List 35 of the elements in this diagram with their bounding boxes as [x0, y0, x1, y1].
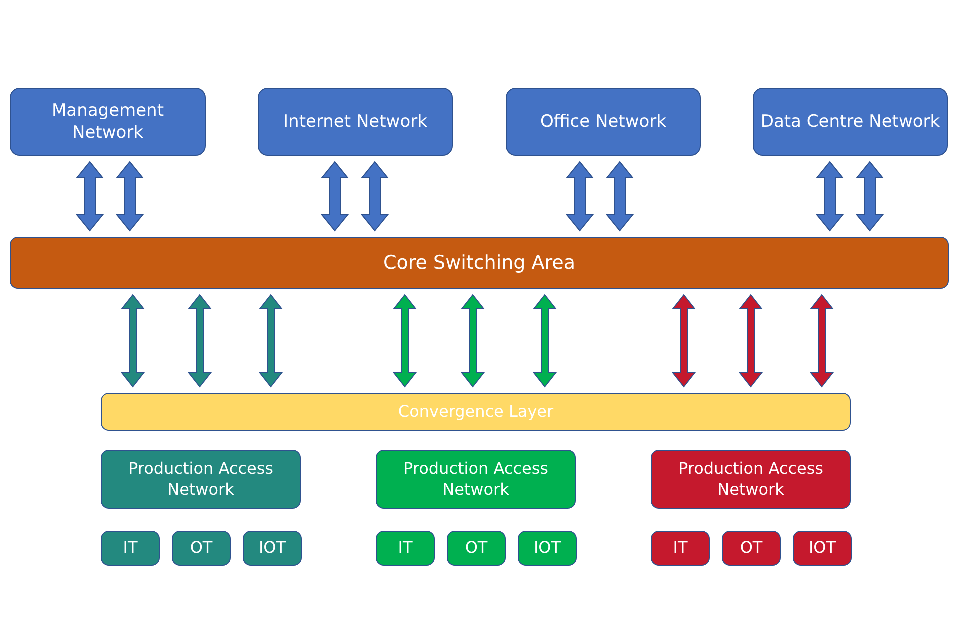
network-box: Management Network [10, 88, 206, 156]
double-arrow [566, 161, 594, 232]
double-arrow [258, 294, 284, 388]
double-arrow [532, 294, 558, 388]
double-arrow [810, 294, 834, 388]
double-arrow [856, 161, 884, 232]
double-arrow [606, 161, 634, 232]
device-type-box: IT [651, 531, 710, 566]
double-arrow [320, 161, 350, 232]
device-type-box: IT [101, 531, 160, 566]
access-network-box: Production Access Network [376, 450, 576, 509]
double-arrow [188, 294, 212, 388]
network-box: Data Centre Network [753, 88, 948, 156]
device-type-box: OT [447, 531, 506, 566]
double-arrow [116, 161, 144, 232]
core-switching-bar: Core Switching Area [10, 237, 949, 289]
network-box: Office Network [506, 88, 701, 156]
device-type-box: IOT [243, 531, 302, 566]
device-type-box: IOT [793, 531, 852, 566]
double-arrow [120, 294, 146, 388]
convergence-bar: Convergence Layer [101, 393, 851, 431]
access-network-box: Production Access Network [651, 450, 851, 509]
network-box: Internet Network [258, 88, 453, 156]
double-arrow [76, 161, 104, 232]
device-type-box: OT [172, 531, 231, 566]
double-arrow [392, 294, 418, 388]
double-arrow [460, 294, 486, 388]
double-arrow [816, 161, 844, 232]
access-network-box: Production Access Network [101, 450, 301, 509]
device-type-box: IOT [518, 531, 577, 566]
device-type-box: IT [376, 531, 435, 566]
double-arrow [738, 294, 764, 388]
double-arrow [360, 161, 390, 232]
double-arrow [672, 294, 696, 388]
device-type-box: OT [722, 531, 781, 566]
